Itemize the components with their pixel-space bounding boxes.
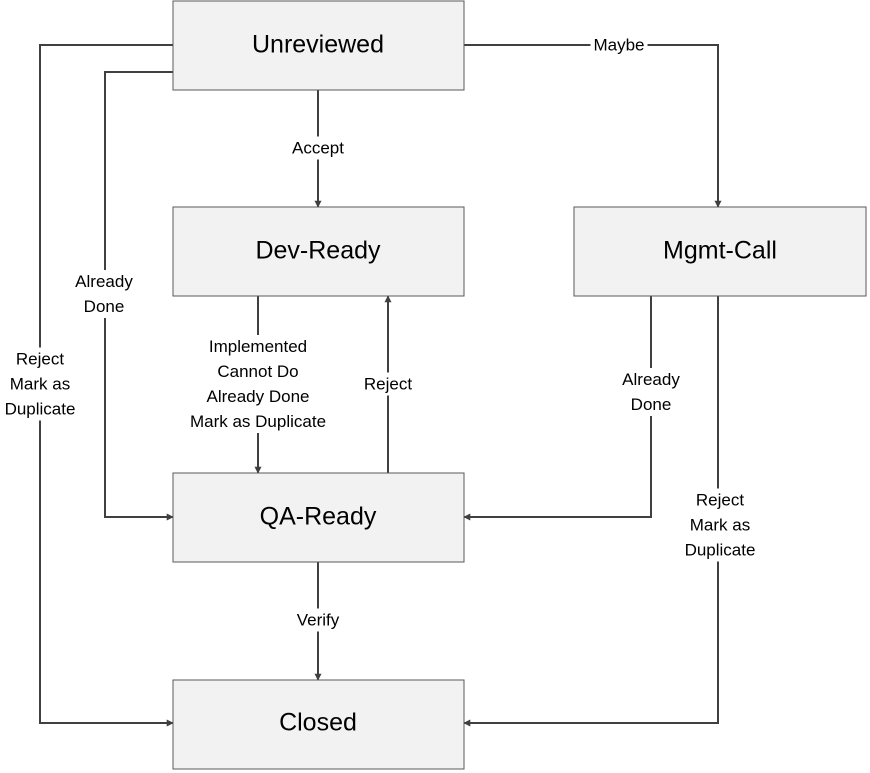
state-mgmt-call-label: Mgmt-Call [663, 237, 777, 265]
edge-label-background [186, 335, 330, 433]
edge-label-line: Reject [696, 491, 744, 510]
edge-label-line: Reject [16, 350, 64, 369]
edge-label-line: Duplicate [5, 400, 76, 419]
edge-label-background [289, 136, 347, 160]
edge-label-maybe: Maybe [590, 33, 648, 57]
edge-label-line: Accept [292, 139, 344, 158]
edge-label-background [360, 372, 416, 396]
state-dev-ready: Dev-Ready [172, 206, 465, 297]
state-mgmt-call: Mgmt-Call [573, 206, 867, 297]
edge-label-line: Mark as [690, 516, 750, 535]
edge-label-line: Implemented [209, 337, 307, 356]
edge-label-line: Duplicate [685, 541, 756, 560]
edge-label-line: Maybe [593, 36, 644, 55]
state-closed-label: Closed [279, 709, 357, 737]
edge-label-background [1, 347, 79, 421]
edge-label-background [293, 608, 343, 632]
state-unreviewed: Unreviewed [172, 0, 465, 91]
edge-label-line: Mark as [10, 375, 70, 394]
edge-label-background [681, 488, 759, 562]
state-closed: Closed [172, 679, 465, 770]
state-dev-ready-label: Dev-Ready [255, 237, 381, 265]
edge-label-background [590, 33, 648, 57]
state-qa-ready: QA-Ready [172, 472, 465, 563]
edge-mgmtcall-to-closed [463, 296, 719, 727]
edge-label-accept: Accept [289, 136, 347, 160]
edge-unreviewed-to-mgmtcall [464, 44, 722, 208]
state-qa-ready-label: QA-Ready [260, 503, 377, 531]
state-unreviewed-label: Unreviewed [252, 31, 384, 59]
edge-label-line: Done [631, 395, 672, 414]
edge-label-line: Reject [364, 375, 412, 394]
edge-label-reject-qa: Reject [360, 372, 416, 396]
edge-label-line: Already [75, 272, 133, 291]
edge-label-line: Already Done [206, 387, 309, 406]
edge-label-line: Verify [297, 611, 340, 630]
edge-label-line: Done [84, 297, 125, 316]
edge-label-background [619, 368, 683, 416]
edge-label-line: Already [622, 370, 680, 389]
edge-label-verify: Verify [293, 608, 343, 632]
edge-label-line: Mark as Duplicate [190, 412, 326, 431]
edge-label-line: Cannot Do [217, 362, 298, 381]
edge-label-background [72, 270, 136, 318]
